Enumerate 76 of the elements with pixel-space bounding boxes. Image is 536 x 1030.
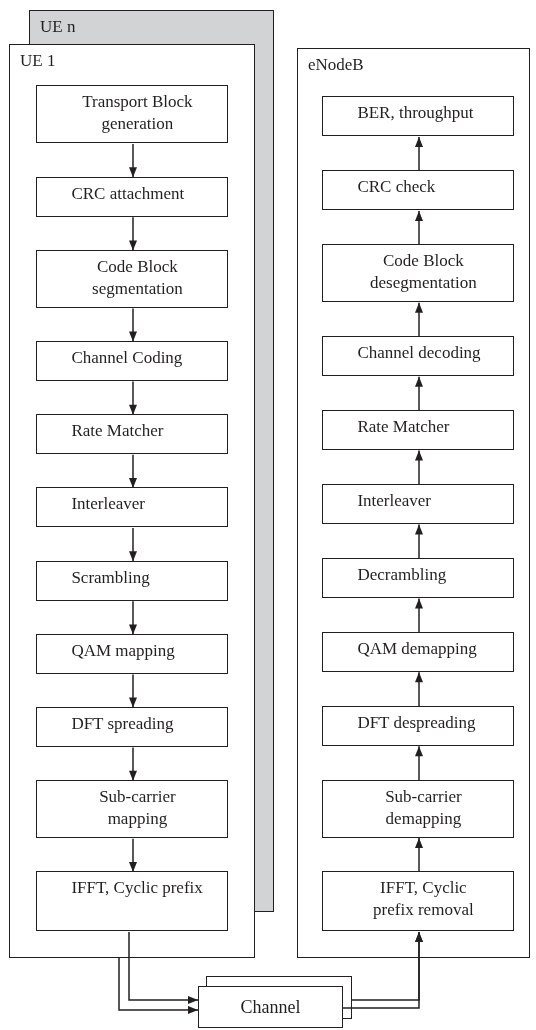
box-label: Scrambling [70,566,151,589]
group-frame [297,48,530,958]
box-label: BER, throughput [356,102,475,125]
stacked-box [343,976,352,1019]
arrow [415,745,423,781]
process-box [36,414,229,455]
process-box [36,633,229,674]
box-label: DFT despreading [356,711,477,734]
box-label: Channel [239,996,302,1018]
process-box [36,871,229,932]
box-label: Decrambling [356,563,448,586]
arrow [415,671,423,707]
process-box [322,631,515,672]
box-label: Sub-carrier mapping [98,786,177,831]
arrow [129,216,137,252]
process-box [322,483,515,524]
arrow [129,380,137,416]
box-label: IFFT, Cyclic prefix removal [372,877,475,922]
box-label: QAM mapping [70,639,176,662]
box-label: Code Block segmentation [91,255,184,300]
arrow [415,523,423,560]
process-box [322,705,515,746]
arrow [129,673,137,709]
process-box [322,557,515,598]
process-box [322,779,515,838]
box-label: Rate Matcher [356,416,451,438]
arrow [129,527,137,562]
process-box [322,336,515,377]
process-box [36,487,229,528]
box-label: Interleaver [356,489,432,512]
box-label: IFFT, Cyclic prefix [70,877,204,900]
process-box [36,780,229,839]
box-label: CRC attachment [70,182,186,205]
box-label: Interleaver [70,493,146,516]
box-label: CRC check [356,176,437,199]
arrow [128,931,199,1004]
process-box [36,249,229,308]
box-label: Code Block desegmentation [369,250,478,295]
group-frame [29,10,274,44]
process-box [36,176,229,217]
process-box [322,96,515,137]
arrow [129,600,137,636]
arrow [415,597,423,634]
process-box [198,986,343,1028]
box-label: Channel Coding [70,347,184,369]
arrow [415,837,423,873]
process-box [36,560,229,601]
arrow [415,210,423,246]
process-box [36,85,229,144]
box-label: Channel decoding [356,342,482,365]
process-box [322,871,515,932]
arrow [129,307,137,343]
arrow [415,136,423,172]
arrow [342,931,423,1009]
box-label: Rate Matcher [70,420,165,443]
arrow [129,454,137,489]
group-title: UE n [40,16,76,38]
process-box [36,707,229,747]
arrow [129,746,137,782]
process-box [322,170,515,211]
arrow [415,302,423,338]
box-label: DFT spreading [70,713,175,735]
group-frame [9,44,255,958]
arrow [129,143,137,178]
box-label: QAM demapping [356,637,478,660]
arrow [415,375,423,412]
arrow [118,957,199,1014]
process-box [322,410,515,450]
arrow [129,838,137,873]
arrow [415,449,423,486]
process-box [322,244,515,303]
process-box [36,341,229,381]
box-label: Sub-carrier demapping [384,785,463,830]
box-label: Transport Block generation [81,91,194,136]
group-title: eNodeB [308,54,364,76]
group-title: UE 1 [20,50,56,72]
